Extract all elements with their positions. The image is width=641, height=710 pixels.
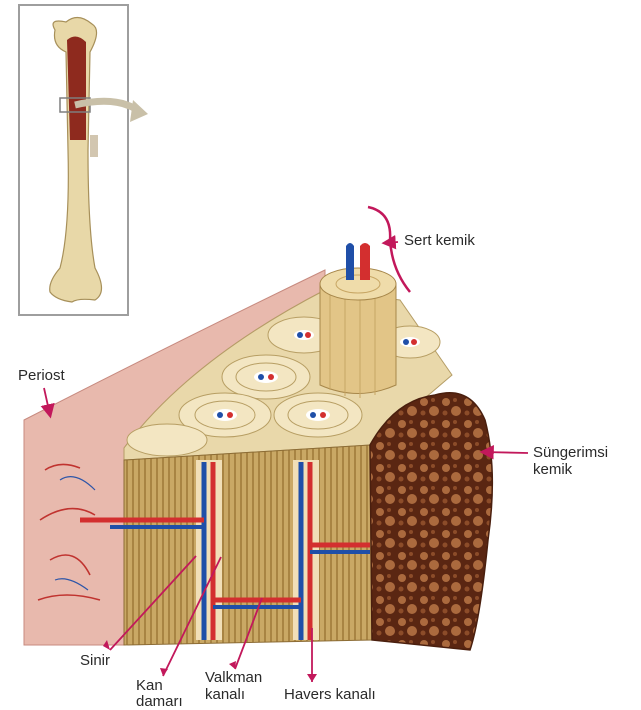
label-periost: Periost (18, 368, 65, 384)
label-kan-damari-line1: Kan (136, 678, 163, 694)
label-sinir: Sinir (80, 653, 110, 669)
femur-thumbnail (19, 5, 148, 315)
label-sungerimsi-line1: Süngerimsi (533, 445, 608, 461)
pointer-sungerimsi (483, 452, 528, 453)
label-kan-damari-line2: damarı (136, 694, 183, 710)
label-volkman-line2: kanalı (205, 687, 245, 703)
label-sert-kemik: Sert kemik (404, 233, 475, 249)
label-havers-kanali: Havers kanalı (284, 687, 376, 703)
spongy-bone (370, 393, 492, 650)
osteon-cylinder (320, 243, 396, 398)
label-volkman-line1: Valkman (205, 670, 262, 686)
pointer-sert-kemik (385, 242, 398, 243)
label-sungerimsi-line2: kemik (533, 462, 572, 478)
